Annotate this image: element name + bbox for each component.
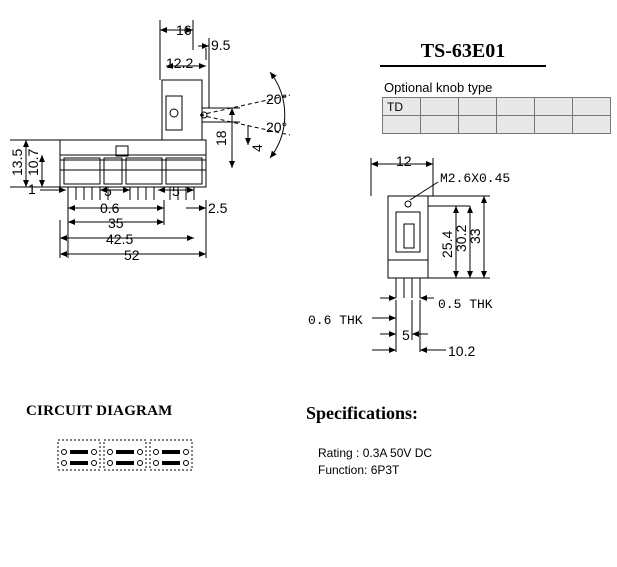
switch-pole-3: [149, 439, 193, 471]
switch-pole-2: [103, 439, 147, 471]
dim-4: 4: [249, 144, 265, 152]
knob-cell: [420, 97, 459, 116]
dim-5: 5: [402, 327, 410, 343]
dim-10-2: 10.2: [448, 343, 475, 359]
dim-16: 16: [176, 22, 192, 38]
dim-9-5: 9.5: [211, 37, 231, 53]
dim-12-2: 12.2: [166, 55, 193, 71]
spec-function: Function: 6P3T: [318, 463, 400, 477]
knob-cell: [572, 97, 611, 116]
front-view-labels: 16 9.5 12.2 20° 20° 18 4 13.5 10.7 1 5 5…: [9, 22, 287, 263]
dim-2-5: 2.5: [208, 200, 228, 216]
switch-housing: [59, 154, 207, 188]
side-view-labels: 12 M2.6X0.45 25.4 30.2 33 0.6 THK 0.5 TH…: [308, 153, 510, 359]
knob-cell: TD: [382, 97, 421, 116]
switch-pole-1: [57, 439, 101, 471]
knob-cell-empty: [458, 115, 497, 134]
knob-cell-empty: [572, 115, 611, 134]
switch-body: [59, 139, 207, 161]
dim-5-a: 5: [104, 183, 112, 199]
dim-42-5: 42.5: [106, 231, 133, 247]
dim-33: 33: [467, 228, 483, 244]
side-body: [387, 195, 429, 279]
dim-52: 52: [124, 247, 140, 263]
dim-25-4: 25.4: [439, 231, 455, 258]
dim-30-2: 30.2: [453, 225, 469, 252]
dim-angle-2: 20°: [266, 119, 287, 135]
dim-1: 1: [28, 181, 36, 197]
knob-cell-empty: [496, 115, 535, 134]
dim-angle-1: 20°: [266, 91, 287, 107]
dim-10-7: 10.7: [25, 149, 41, 176]
dim-m2-6: M2.6X0.45: [440, 171, 510, 186]
knob-type-table: TD: [382, 97, 611, 134]
circuit-diagram: [57, 439, 193, 471]
knob-cell: [534, 97, 573, 116]
part-number-title: TS-63E01: [420, 40, 506, 62]
spec-rating: Rating : 0.3A 50V DC: [318, 446, 433, 460]
knob-cell-empty: [382, 115, 421, 134]
front-view-drawing: [10, 20, 291, 258]
specifications-title: Specifications:: [306, 403, 418, 423]
dim-18: 18: [213, 130, 229, 146]
dim-13-5: 13.5: [9, 149, 25, 176]
knob-type-label: Optional knob type: [384, 80, 493, 95]
knob-cell: [496, 97, 535, 116]
dim-35: 35: [108, 215, 124, 231]
knob-cell-empty: [420, 115, 459, 134]
circuit-diagram-title: CIRCUIT DIAGRAM: [26, 403, 173, 419]
dim-5-b: 5: [172, 183, 180, 199]
knob-cell: [458, 97, 497, 116]
dim-0-6: 0.6: [100, 200, 120, 216]
contact-slots: [63, 145, 203, 185]
knob-cell-empty: [534, 115, 573, 134]
dim-12: 12: [396, 153, 412, 169]
dim-0-5-thk: 0.5 THK: [438, 297, 493, 312]
side-view-drawing: [370, 158, 490, 353]
dim-0-6-thk: 0.6 THK: [308, 313, 363, 328]
